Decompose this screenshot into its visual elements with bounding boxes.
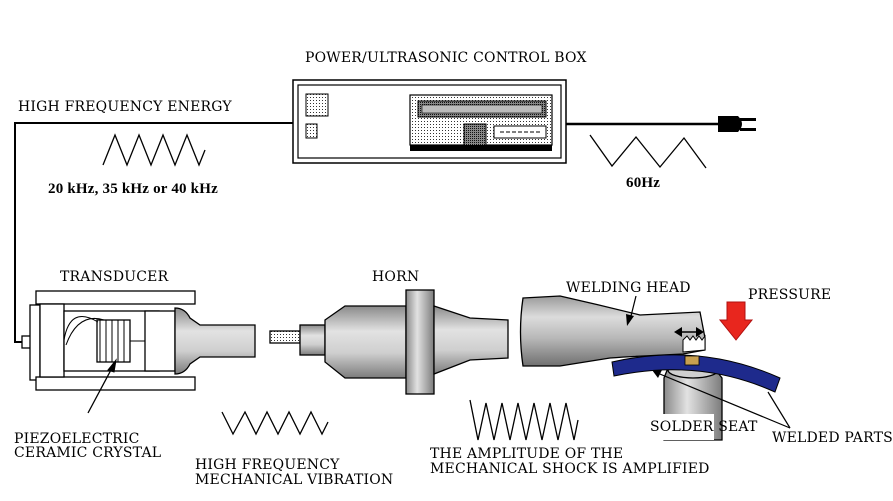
power-plug-icon xyxy=(718,116,756,132)
hf-waveform xyxy=(102,133,206,167)
vibration-label-line2: MECHANICAL VIBRATION xyxy=(195,472,394,488)
frequencies-label: 20 kHz, 35 kHz or 40 kHz xyxy=(48,181,218,197)
hf-energy-cable xyxy=(14,122,296,343)
piezo-label-line1: PIEZOELECTRIC xyxy=(14,431,140,447)
control-box xyxy=(292,79,567,164)
welded-parts-label: WELDED PARTS xyxy=(772,430,893,446)
control-box-label: POWER/ULTRASONIC CONTROL BOX xyxy=(305,50,587,66)
mains-waveform xyxy=(589,134,707,169)
solder-seat-label: SOLDER SEAT xyxy=(650,419,758,435)
amplitude-waveform xyxy=(469,399,579,441)
hf-energy-label: HIGH FREQUENCY ENERGY xyxy=(18,99,232,115)
piezo-label-line2: CERAMIC CRYSTAL xyxy=(14,445,162,461)
amplitude-label-line1: THE AMPLITUDE OF THE xyxy=(430,446,624,462)
vibration-waveform xyxy=(221,410,329,436)
horn-label: HORN xyxy=(372,269,420,285)
welding-head-label: WELDING HEAD xyxy=(566,280,691,296)
horn xyxy=(269,289,509,395)
vibration-label-line1: HIGH FREQUENCY xyxy=(195,457,340,473)
amplitude-label-line2: MECHANICAL SHOCK IS AMPLIFIED xyxy=(430,461,710,477)
welding-head-pointer xyxy=(626,295,637,326)
transducer-label: TRANSDUCER xyxy=(60,269,169,285)
pressure-arrow-icon xyxy=(718,301,754,341)
double-arrow-icon xyxy=(674,327,704,337)
transducer xyxy=(21,290,256,391)
pressure-label: PRESSURE xyxy=(748,287,832,303)
welded-parts-pointers xyxy=(654,371,791,429)
mains-frequency-label: 60Hz xyxy=(626,175,661,191)
piezo-pointer xyxy=(87,358,117,414)
